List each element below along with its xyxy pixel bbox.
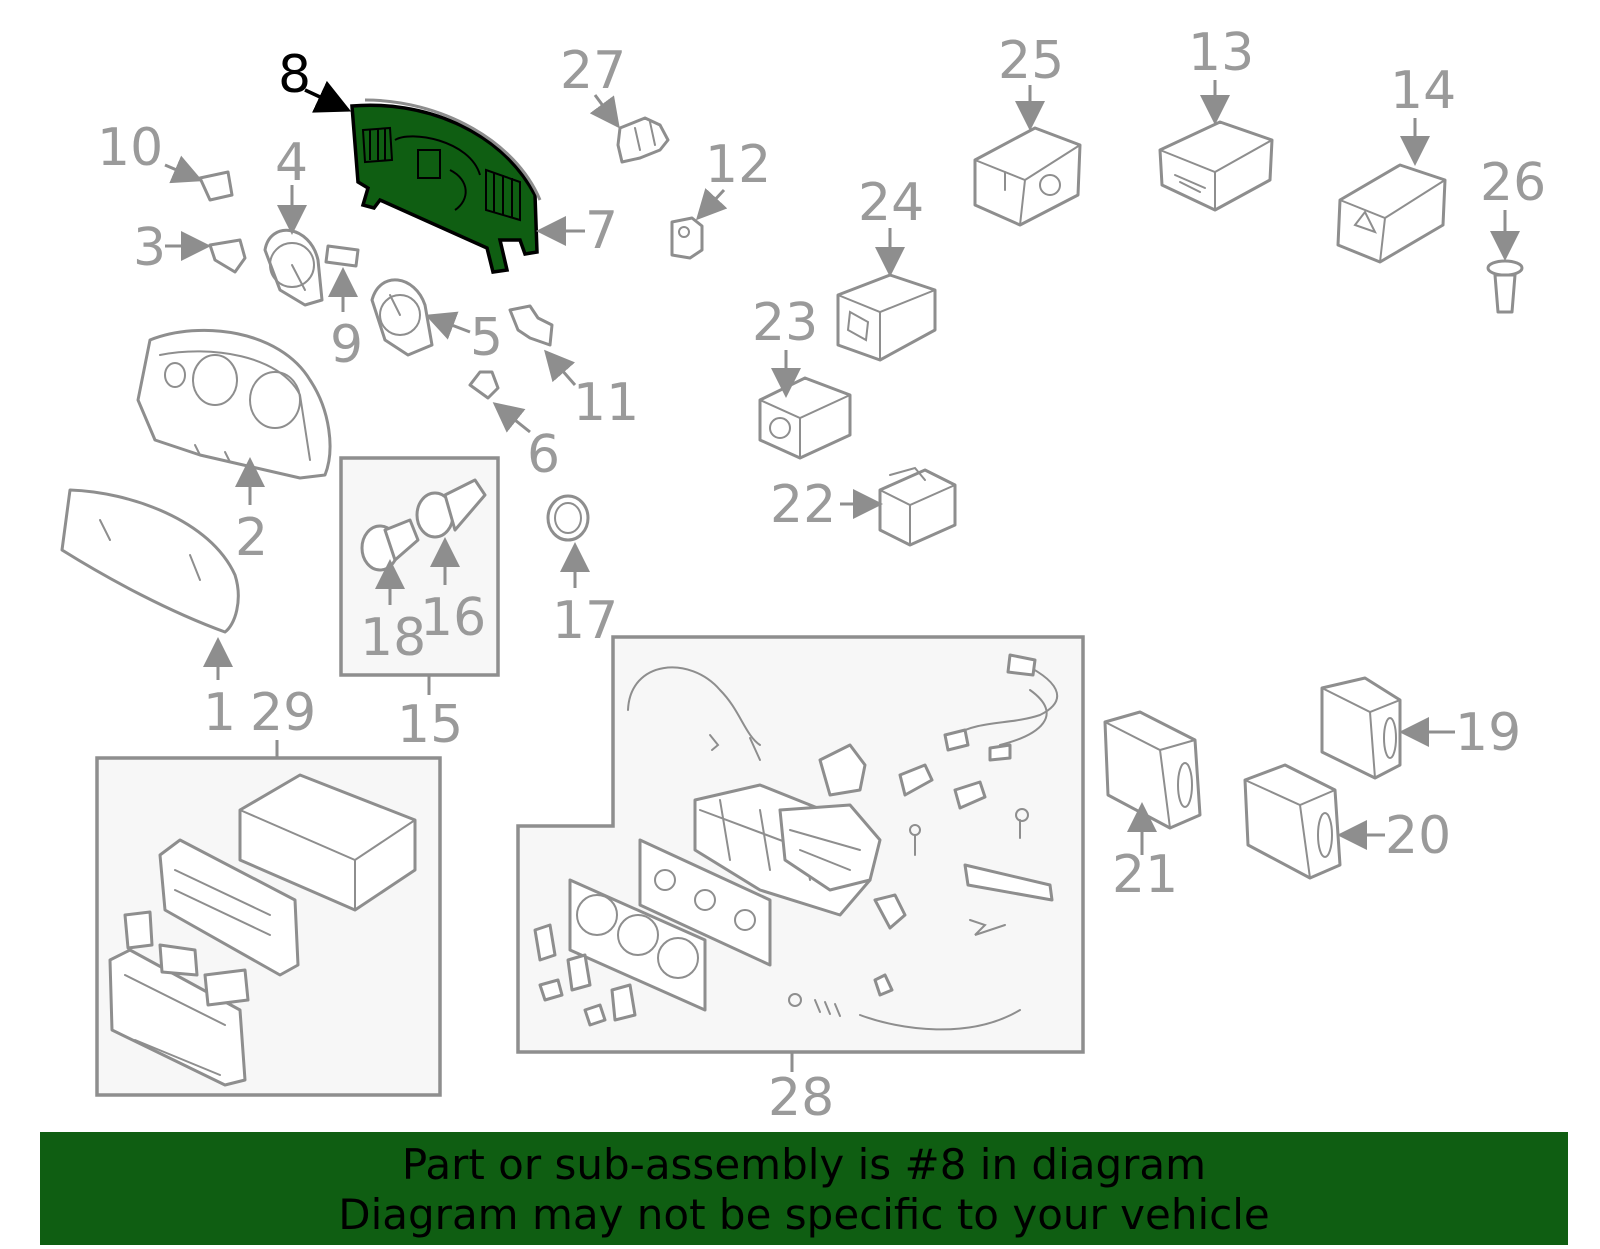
arrow-11 bbox=[544, 349, 577, 386]
part-9 bbox=[324, 244, 360, 268]
part-24-switch bbox=[836, 273, 937, 362]
part-8-bezel[interactable] bbox=[350, 98, 542, 274]
callout-20: 20 bbox=[1385, 806, 1451, 866]
callout-12: 12 bbox=[705, 135, 771, 195]
callout-15: 15 bbox=[397, 695, 463, 755]
callout-29: 29 bbox=[250, 683, 316, 743]
part-17-ring bbox=[546, 494, 590, 542]
callout-22: 22 bbox=[770, 475, 836, 535]
callout-28: 28 bbox=[768, 1068, 834, 1128]
arrow-27 bbox=[589, 94, 620, 129]
part-25-switch bbox=[973, 126, 1082, 227]
part-1-lens bbox=[60, 488, 240, 634]
callout-2: 2 bbox=[235, 508, 268, 568]
callout-10: 10 bbox=[97, 118, 163, 178]
callout-1: 1 bbox=[203, 683, 236, 743]
callout-14: 14 bbox=[1390, 61, 1456, 121]
arrow-10 bbox=[164, 155, 203, 184]
part-22-switch bbox=[878, 466, 957, 547]
part-11 bbox=[508, 304, 554, 347]
callout-19: 19 bbox=[1455, 703, 1521, 763]
part-12 bbox=[670, 216, 704, 260]
part-5-gauge bbox=[370, 278, 434, 357]
callout-8: 8 bbox=[278, 45, 311, 105]
callout-3: 3 bbox=[133, 218, 166, 278]
part-21-switch bbox=[1103, 710, 1202, 830]
callout-25: 25 bbox=[998, 31, 1064, 91]
callout-23: 23 bbox=[752, 293, 818, 353]
part-3 bbox=[208, 238, 247, 274]
part-13-switch bbox=[1158, 120, 1274, 212]
banner-line-1: Part or sub-assembly is #8 in diagram bbox=[401, 1140, 1207, 1189]
callout-24: 24 bbox=[858, 173, 924, 233]
part-23-switch bbox=[758, 376, 852, 460]
part-20-switch bbox=[1243, 763, 1342, 880]
callout-4: 4 bbox=[275, 133, 308, 193]
part-6 bbox=[468, 370, 500, 400]
arrow-5 bbox=[425, 311, 471, 340]
part-26-clip bbox=[1486, 259, 1524, 314]
part-14-switch bbox=[1336, 163, 1447, 264]
part-10 bbox=[198, 170, 234, 202]
callout-26: 26 bbox=[1480, 153, 1546, 213]
info-banner: Part or sub-assembly is #8 in diagram Di… bbox=[40, 1132, 1568, 1245]
arrow-6 bbox=[492, 402, 531, 434]
part-28-hvac-control-assembly bbox=[533, 653, 1059, 1031]
callout-6: 6 bbox=[527, 425, 560, 485]
part-29-radio-assembly bbox=[108, 773, 417, 1087]
callout-27: 27 bbox=[560, 41, 626, 101]
callout-17: 17 bbox=[552, 591, 618, 651]
part-2-cluster-housing bbox=[136, 328, 332, 480]
callout-11: 11 bbox=[573, 373, 639, 433]
part-27 bbox=[616, 116, 670, 164]
callout-5: 5 bbox=[470, 308, 503, 368]
part-19-switch bbox=[1320, 676, 1402, 780]
callout-16: 16 bbox=[420, 588, 486, 648]
part-4-gauge bbox=[263, 228, 324, 307]
arrow-12 bbox=[695, 188, 728, 221]
callout-13: 13 bbox=[1188, 23, 1254, 83]
callout-7: 7 bbox=[585, 201, 618, 261]
banner-line-2: Diagram may not be specific to your vehi… bbox=[338, 1190, 1270, 1239]
arrow-8 bbox=[304, 80, 352, 113]
callout-9: 9 bbox=[330, 315, 363, 375]
callout-18: 18 bbox=[360, 608, 426, 668]
callout-21: 21 bbox=[1112, 845, 1178, 905]
